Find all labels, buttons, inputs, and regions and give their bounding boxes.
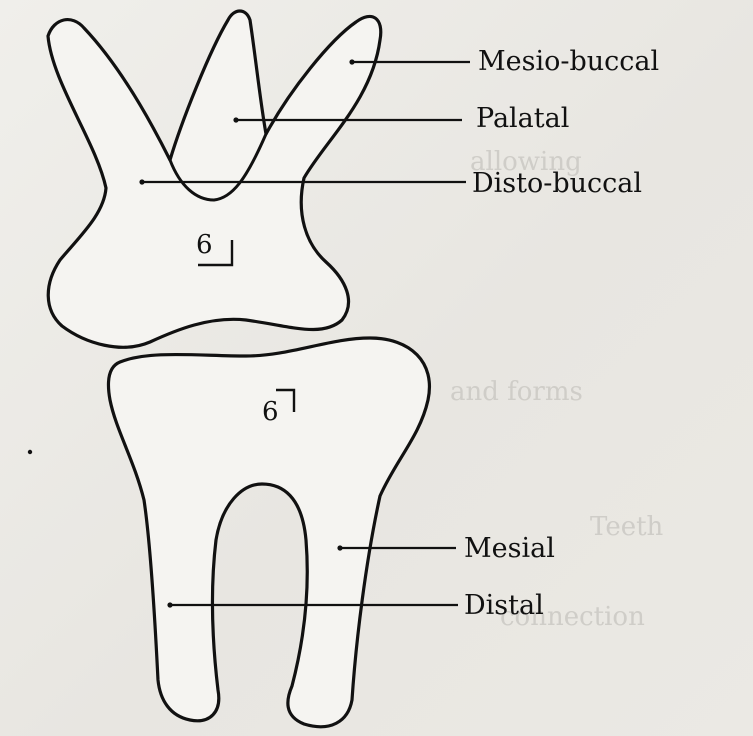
lower-tooth-notation: 6	[262, 397, 279, 427]
disto-buccal-dot	[139, 179, 144, 184]
stray-ink-dot	[28, 450, 32, 454]
upper-molar: 6 Mesio-buccal Palatal Disto-buccal	[48, 11, 659, 347]
mesial-dot	[337, 545, 342, 550]
label-mesial: Mesial	[464, 533, 555, 564]
upper-molar-outline	[48, 11, 381, 347]
upper-tooth-notation: 6	[196, 230, 213, 260]
svg-text:and forms: and forms	[450, 377, 583, 407]
svg-text:Teeth: Teeth	[590, 512, 664, 542]
label-palatal: Palatal	[476, 103, 569, 134]
distal-dot	[167, 602, 172, 607]
label-distal: Distal	[464, 590, 544, 621]
palatal-dot	[233, 117, 238, 122]
label-mesio-buccal: Mesio-buccal	[478, 46, 659, 77]
label-disto-buccal: Disto-buccal	[472, 168, 642, 199]
mesio-buccal-dot	[349, 59, 354, 64]
